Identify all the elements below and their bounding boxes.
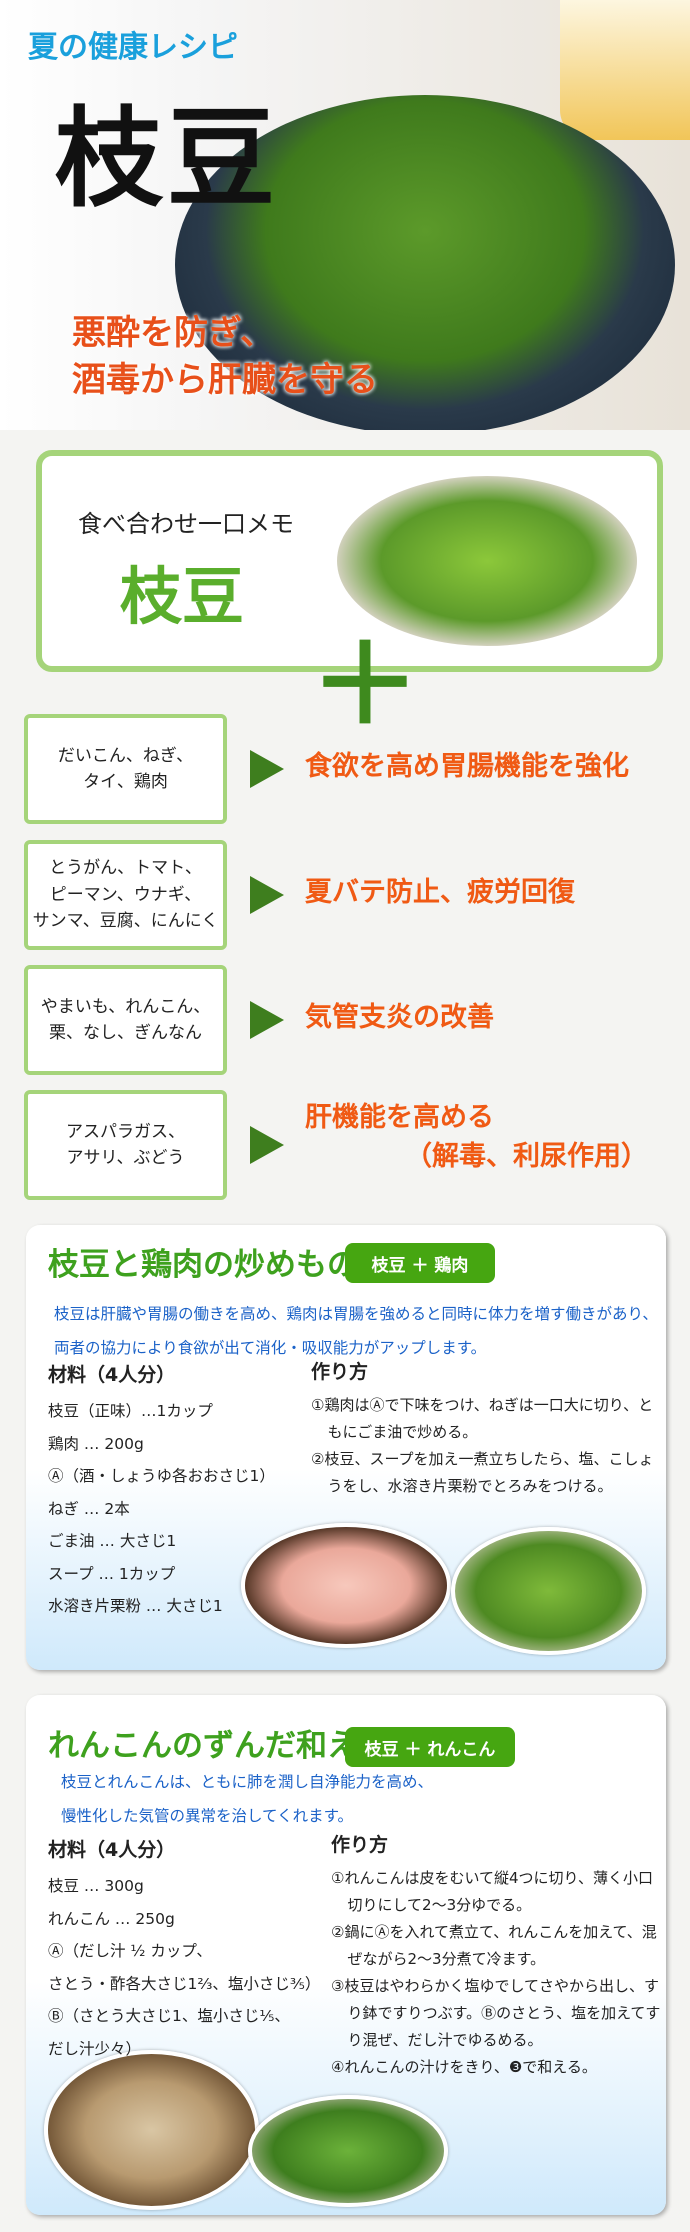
recipe-photo: [241, 1523, 451, 1648]
effect-line: 夏バテ防止、疲労回復: [305, 877, 575, 908]
recipe-badge: 枝豆 ＋ れんこん: [345, 1727, 515, 1767]
steps-heading: 作り方: [311, 1361, 369, 1383]
hero-copy-line: 悪酔を防ぎ、: [72, 313, 275, 353]
ingredient-item: ごま油 … 大さじ1: [48, 1532, 177, 1551]
ingredient-item: Ⓐ（酒・しょうゆ各おおさじ1）: [48, 1467, 275, 1486]
steps-section: 作り方 ①れんこんは皮をむいて縦4つに切り、薄く小口切りにして2〜3分ゆでる。 ②…: [331, 1830, 666, 2081]
arrow-right-icon: [250, 1126, 284, 1164]
recipe-card: れんこんのずんだ和え 枝豆 ＋ れんこん 枝豆とれんこんは、ともに肺を潤し自浄能…: [26, 1695, 666, 2215]
recipe-photo: [248, 2095, 448, 2207]
ingredient-line: タイ、鶏肉: [83, 772, 168, 792]
edamame-plate-image: [337, 476, 637, 646]
steps-section: 作り方 ①鶏肉はⒶで下味をつけ、ねぎは一口大に切り、ともにごま油で炒める。 ②枝豆…: [311, 1357, 656, 1500]
arrow-right-icon: [250, 876, 284, 914]
step-item: ④れんこんの汁けをきり、❸で和える。: [331, 2058, 597, 2076]
effect-line: 肝機能を高める: [305, 1102, 494, 1133]
ingredient-line: アサリ、ぶどう: [66, 1148, 185, 1168]
recipe-intro: 枝豆とれんこんは、ともに肺を潤し自浄能力を高め、慢性化した気管の異常を治してくれ…: [61, 1765, 433, 1833]
ingredient-line: とうがん、トマト、: [49, 858, 202, 879]
steps-heading: 作り方: [331, 1834, 389, 1856]
ingredient-item: 鶏肉 … 200g: [48, 1434, 144, 1453]
arrow-right-icon: [250, 750, 284, 788]
ingredient-item: Ⓑ（さとう大さじ1、塩小さじ⅕、: [48, 2007, 290, 2026]
pairing-effect: 食欲を高め胃腸機能を強化: [305, 747, 629, 786]
ingredients-heading: 材料（4人分）: [48, 1364, 176, 1386]
recipe-badge: 枝豆 ＋ 鶏肉: [345, 1243, 495, 1283]
pairing-effect: 肝機能を高める （解毒、利尿作用）: [305, 1098, 648, 1176]
pairing-effect: 気管支炎の改善: [305, 998, 494, 1037]
pairing-ingredients: だいこん、ねぎ、タイ、鶏肉: [24, 714, 227, 824]
hero-title: 枝豆: [55, 97, 280, 222]
ingredient-item: Ⓐ（だし汁 ½ カップ、: [48, 1942, 212, 1961]
ingredient-line: だいこん、ねぎ、: [57, 745, 194, 766]
intro-line: 枝豆は肝臓や胃腸の働きを高め、鶏肉は胃腸を強めると同時に体力を増す働きがあり、: [54, 1305, 658, 1323]
ingredients-heading: 材料（4人分）: [48, 1839, 176, 1861]
intro-line: 枝豆とれんこんは、ともに肺を潤し自浄能力を高め、: [61, 1773, 434, 1791]
pairing-effect: 夏バテ防止、疲労回復: [305, 873, 575, 912]
ingredient-line: アスパラガス、: [66, 1121, 185, 1142]
pairing-ingredients: やまいも、れんこん、栗、なし、ぎんなん: [24, 965, 227, 1075]
effect-line: 気管支炎の改善: [305, 1002, 494, 1033]
recipe-title: れんこんのずんだ和え: [48, 1728, 358, 1764]
pairing-ingredients: とうがん、トマト、ピーマン、ウナギ、サンマ、豆腐、にんにく: [24, 840, 227, 950]
ingredient-item: スープ … 1カップ: [48, 1564, 176, 1583]
step-item: ①鶏肉はⒶで下味をつけ、ねぎは一口大に切り、ともにごま油で炒める。: [311, 1396, 654, 1441]
ingredient-item: 水溶き片栗粉 … 大さじ1: [48, 1597, 223, 1616]
ingredient-item: ねぎ … 2本: [48, 1499, 130, 1518]
ingredient-line: ピーマン、ウナギ、: [49, 884, 202, 905]
recipe-photo: [44, 2050, 259, 2210]
step-item: ②鍋にⒶを入れて煮立て、れんこんを加えて、混ぜながら2〜3分煮て冷ます。: [331, 1923, 657, 1968]
ingredient-line: サンマ、豆腐、にんにく: [32, 911, 219, 932]
step-item: ①れんこんは皮をむいて縦4つに切り、薄く小口切りにして2〜3分ゆでる。: [331, 1869, 653, 1914]
beer-glass-image: [560, 0, 690, 140]
effect-line: 食欲を高め胃腸機能を強化: [305, 751, 629, 782]
ingredient-item: 枝豆 … 300g: [48, 1877, 144, 1895]
edamame-bowl-image: [175, 95, 675, 430]
recipe-photo: [451, 1527, 646, 1655]
effect-line: （解毒、利尿作用）: [405, 1141, 648, 1173]
hero-subtitle: 夏の健康レシピ: [28, 30, 238, 65]
hero-banner: 夏の健康レシピ 枝豆 悪酔を防ぎ、 酒毒から肝臓を守る: [0, 0, 690, 430]
ingredient-line: 栗、なし、ぎんなん: [49, 1023, 202, 1043]
step-item: ②枝豆、スープを加え一煮立ちしたら、塩、こしょうをし、水溶き片栗粉でとろみをつけ…: [311, 1450, 654, 1495]
memo-label: 食べ合わせ一口メモ: [78, 510, 294, 538]
memo-box: 食べ合わせ一口メモ 枝豆: [36, 450, 663, 672]
ingredient-item: れんこん … 250g: [48, 1909, 175, 1928]
recipe-card: 枝豆と鶏肉の炒めもの 枝豆 ＋ 鶏肉 枝豆は肝臓や胃腸の働きを高め、鶏肉は胃腸を…: [26, 1225, 666, 1670]
ingredient-item: さとう・酢各大さじ1⅔、塩小さじ⅗）: [48, 1974, 321, 1993]
recipe-intro: 枝豆は肝臓や胃腸の働きを高め、鶏肉は胃腸を強めると同時に体力を増す働きがあり、両…: [54, 1297, 658, 1365]
ingredient-item: だし汁少々）: [48, 2039, 142, 2058]
recipe-title: 枝豆と鶏肉の炒めもの: [48, 1247, 358, 1283]
intro-line: 両者の協力により食欲が出て消化・吸収能力がアップします。: [54, 1339, 487, 1358]
memo-title: 枝豆: [120, 560, 245, 633]
ingredient-line: やまいも、れんこん、: [40, 996, 211, 1017]
pairing-ingredients: アスパラガス、アサリ、ぶどう: [24, 1090, 227, 1200]
ingredient-item: 枝豆（正味）…1カップ: [48, 1402, 213, 1420]
plus-sign: ＋: [310, 621, 420, 749]
arrow-right-icon: [250, 1001, 284, 1039]
intro-line: 慢性化した気管の異常を治してくれます。: [61, 1807, 354, 1826]
hero-copy-line: 酒毒から肝臓を守る: [72, 360, 378, 400]
step-item: ③枝豆はやわらかく塩ゆでしてさやから出し、すり鉢ですりつぶす。Ⓑのさとう、塩を加…: [331, 1977, 661, 2049]
